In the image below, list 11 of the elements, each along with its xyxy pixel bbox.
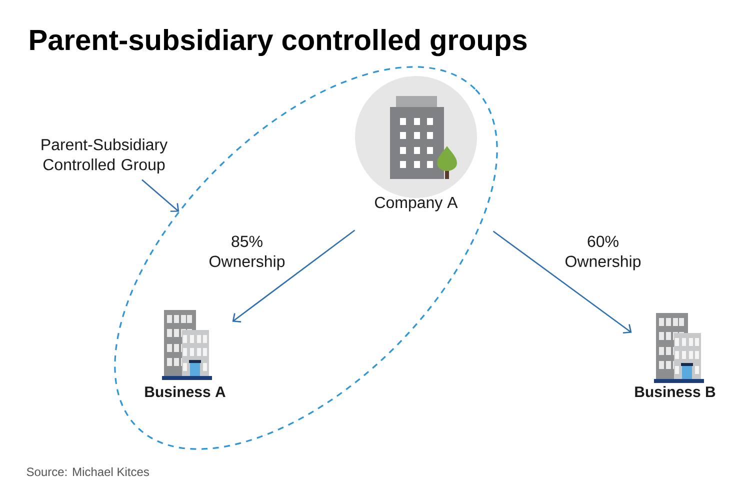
node-label: Parent-Subsidiary Controlled Group	[42, 138, 168, 174]
arrow	[492, 230, 632, 334]
edge-label: 85% Ownership	[210, 236, 285, 270]
arrow	[232, 230, 356, 322]
node-label: Business A	[145, 386, 226, 398]
edge-label: 60% Ownership	[566, 236, 641, 270]
node-label: Business B	[635, 386, 716, 398]
node-label: Company A	[375, 196, 458, 212]
caption: Source: Michael Kitces	[26, 467, 149, 476]
leader-arrow	[142, 179, 180, 212]
title: Parent-subsidiary controlled groups	[30, 28, 527, 56]
